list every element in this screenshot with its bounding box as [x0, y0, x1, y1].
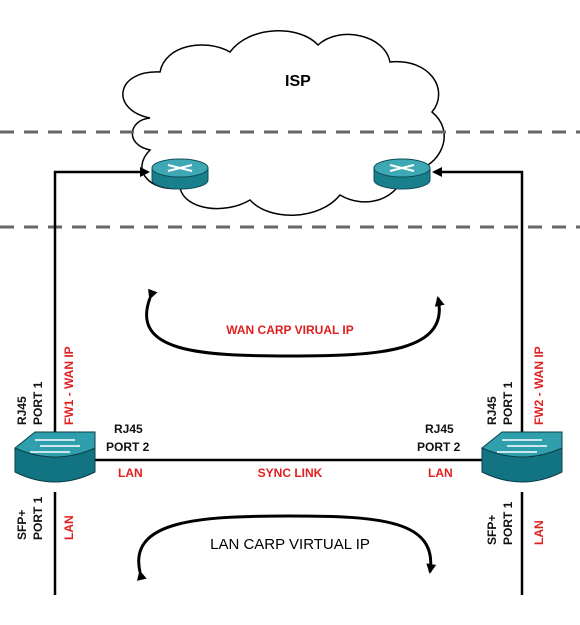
fw2-lan-port-type: RJ45 — [425, 422, 454, 436]
fw2-wan-label: FW2 - WAN IP — [532, 346, 546, 425]
router-left-icon — [151, 158, 209, 190]
fw1-sfp-port-number: PORT 1 — [31, 496, 45, 540]
fw2-sfp-port-number: PORT 1 — [501, 501, 515, 545]
fw1-wan-label: FW1 - WAN IP — [62, 346, 76, 425]
fw1-wan-link — [53, 167, 150, 432]
fw2-lan-port-number: PORT 2 — [417, 440, 461, 454]
sync-link-label: SYNC LINK — [257, 466, 323, 480]
fw2-sfp-port-type: SFP+ — [485, 514, 499, 545]
fw1-sfp-port-type: SFP+ — [15, 509, 29, 540]
wan-carp-label: WAN CARP VIRUAL IP — [226, 323, 354, 337]
lan-carp-arc — [136, 514, 437, 581]
fw2-wan-link — [432, 167, 524, 432]
fw1-wan-port-number: PORT 1 — [31, 381, 45, 425]
fw2-sfp-lan-label: LAN — [532, 520, 546, 545]
firewall-1-icon — [14, 431, 96, 483]
wan-carp-arc — [145, 288, 445, 358]
firewall-2-icon — [481, 431, 563, 483]
fw1-lan-port-type: RJ45 — [114, 422, 143, 436]
fw2-lan-label: LAN — [428, 466, 453, 480]
fw1-lan-port-number: PORT 2 — [106, 440, 150, 454]
fw1-lan-label: LAN — [118, 466, 143, 480]
fw1-wan-port-type: RJ45 — [15, 396, 29, 425]
lan-carp-label: LAN CARP VIRTUAL IP — [210, 536, 370, 553]
fw2-wan-port-type: RJ45 — [485, 396, 499, 425]
fw2-wan-port-number: PORT 1 — [501, 381, 515, 425]
isp-label: ISP — [285, 73, 311, 90]
router-right-icon — [373, 158, 431, 190]
fw1-sfp-lan-label: LAN — [62, 515, 76, 540]
